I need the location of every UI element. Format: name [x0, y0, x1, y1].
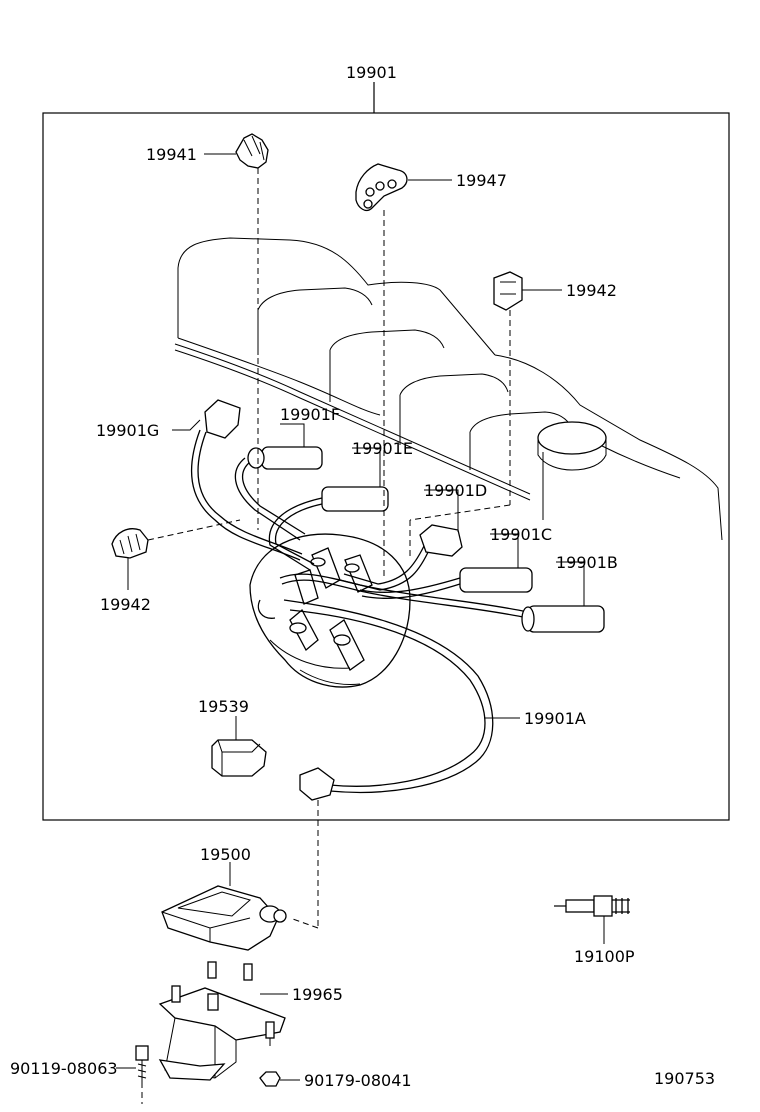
label-19539: 19539 [198, 697, 249, 716]
label-19947: 19947 [456, 171, 507, 190]
distributor-19901-hub [249, 533, 411, 688]
label-19942-upper: 19942 [566, 281, 617, 300]
label-19901: 19901 [346, 63, 397, 82]
spark-plug-wires [190, 399, 605, 801]
label-19942-lower: 19942 [100, 595, 151, 614]
label-19901F: 19901F [280, 405, 340, 424]
label-19965: 19965 [292, 985, 343, 1004]
phantom-lines [141, 168, 511, 1104]
clamp-19942-lower [111, 528, 149, 559]
bracket-19965 [158, 961, 286, 1081]
clamp-19947 [355, 163, 408, 212]
label-figure-number: 190753 [654, 1069, 715, 1088]
label-19901C: 19901C [490, 525, 552, 544]
ignition-coil-19500 [161, 885, 287, 951]
part-19539 [211, 739, 267, 777]
callout-labels: 19941 19947 19942 19901G 19901F 19901E 1… [10, 145, 715, 1090]
leader-lines [116, 153, 605, 1081]
nut-90179 [259, 1071, 281, 1087]
label-19901A: 19901A [524, 709, 586, 728]
assembly-box [42, 112, 730, 821]
label-90179-08041: 90179-08041 [304, 1071, 412, 1090]
label-19901E: 19901E [352, 439, 413, 458]
clamp-19941 [235, 133, 269, 169]
assembly-19901-group: 19901 [42, 63, 730, 821]
label-19100P: 19100P [574, 947, 635, 966]
label-19901G: 19901G [96, 421, 159, 440]
label-19941: 19941 [146, 145, 197, 164]
label-90119-08063: 90119-08063 [10, 1059, 118, 1078]
label-19901B: 19901B [556, 553, 618, 572]
label-19500: 19500 [200, 845, 251, 864]
label-19901D: 19901D [424, 481, 487, 500]
clamp-19942-upper [493, 271, 523, 311]
engine-cover-outline [174, 237, 723, 541]
bolt-90119 [135, 1045, 149, 1082]
spark-plug-19100P [554, 895, 630, 917]
